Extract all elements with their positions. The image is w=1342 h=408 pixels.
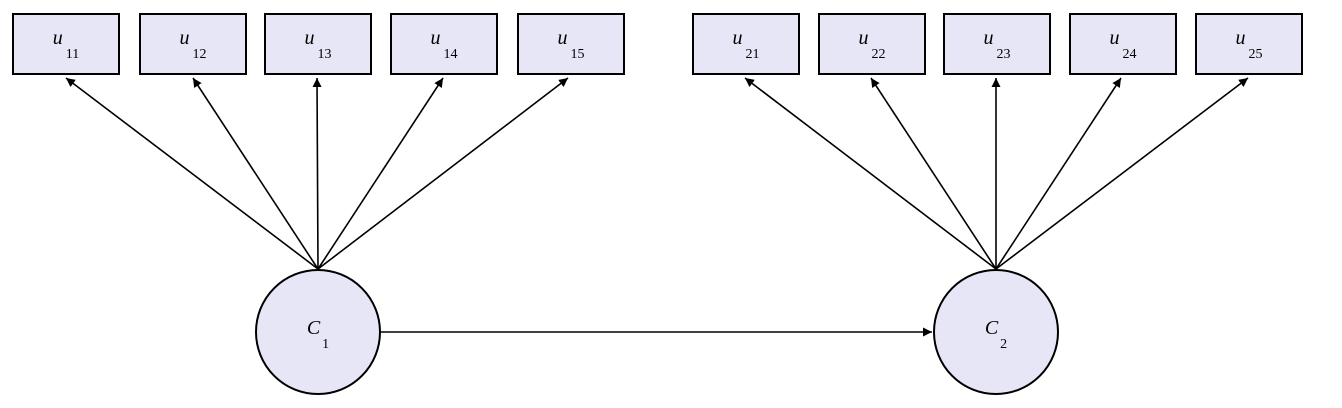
indicator-group-c2: u21 u22 u23 u24 u25 <box>692 13 1303 75</box>
indicator-u22-sub: 22 <box>872 47 886 62</box>
latent-c1: C1 <box>255 269 381 395</box>
indicator-u12-main: u <box>180 27 190 49</box>
indicator-u15-sub: 15 <box>571 47 585 62</box>
indicator-u21-main: u <box>733 27 743 49</box>
edge-c2-u25 <box>995 77 1249 270</box>
indicator-u15: u15 <box>517 13 625 75</box>
latent-c2-sub: 2 <box>1000 337 1007 352</box>
indicator-u11-main: u <box>53 27 63 49</box>
svg-text:u13: u13 <box>305 27 332 62</box>
indicator-u12-sub: 12 <box>193 47 207 62</box>
svg-text:u12: u12 <box>180 27 207 62</box>
edge-c2-u21 <box>744 77 997 270</box>
indicator-u13-sub: 13 <box>318 47 332 62</box>
indicator-u21: u21 <box>692 13 800 75</box>
svg-text:u25: u25 <box>1236 27 1263 62</box>
svg-text:u14: u14 <box>431 27 458 62</box>
indicator-u23: u23 <box>943 13 1051 75</box>
indicator-u15-main: u <box>558 27 568 49</box>
edge-c2-u24 <box>995 77 1122 270</box>
indicator-u14: u14 <box>390 13 498 75</box>
indicator-u14-sub: 14 <box>444 47 458 62</box>
indicator-u11: u11 <box>12 13 120 75</box>
indicator-u25: u25 <box>1195 13 1303 75</box>
indicator-u12: u12 <box>139 13 247 75</box>
indicator-u14-main: u <box>431 27 441 49</box>
edge-c1-u11 <box>65 77 319 270</box>
latent-c2: C2 <box>933 269 1059 395</box>
indicator-u25-main: u <box>1236 27 1246 49</box>
edge-c2-u22 <box>870 77 997 270</box>
indicator-u22-main: u <box>859 27 869 49</box>
latent-c1-sub: 1 <box>322 337 329 352</box>
edge-c1-u12 <box>192 77 319 270</box>
svg-text:u24: u24 <box>1110 27 1137 62</box>
indicator-u23-sub: 23 <box>997 47 1011 62</box>
svg-text:u23: u23 <box>984 27 1011 62</box>
indicator-u23-main: u <box>984 27 994 49</box>
edge-c1-u14 <box>317 77 444 270</box>
indicator-group-c1: u11 u12 u13 u14 u15 <box>12 13 625 75</box>
svg-text:u15: u15 <box>558 27 585 62</box>
svg-text:u21: u21 <box>733 27 760 62</box>
latent-c2-main: C <box>985 317 999 339</box>
svg-text:u11: u11 <box>53 27 79 62</box>
edge-c1-u15 <box>317 77 569 270</box>
indicator-u11-sub: 11 <box>66 47 79 62</box>
indicator-u13: u13 <box>264 13 372 75</box>
edge-c1-u13 <box>312 77 322 270</box>
indicator-u21-sub: 21 <box>746 47 760 62</box>
indicator-u25-sub: 25 <box>1249 47 1263 62</box>
svg-text:u22: u22 <box>859 27 886 62</box>
indicator-u13-main: u <box>305 27 315 49</box>
svg-text:C2: C2 <box>985 317 1007 352</box>
indicator-u24-sub: 24 <box>1123 47 1137 62</box>
indicator-u24-main: u <box>1110 27 1120 49</box>
indicator-u22: u22 <box>818 13 926 75</box>
svg-text:C1: C1 <box>307 317 329 352</box>
indicator-u24: u24 <box>1069 13 1177 75</box>
latent-c1-main: C <box>307 317 321 339</box>
